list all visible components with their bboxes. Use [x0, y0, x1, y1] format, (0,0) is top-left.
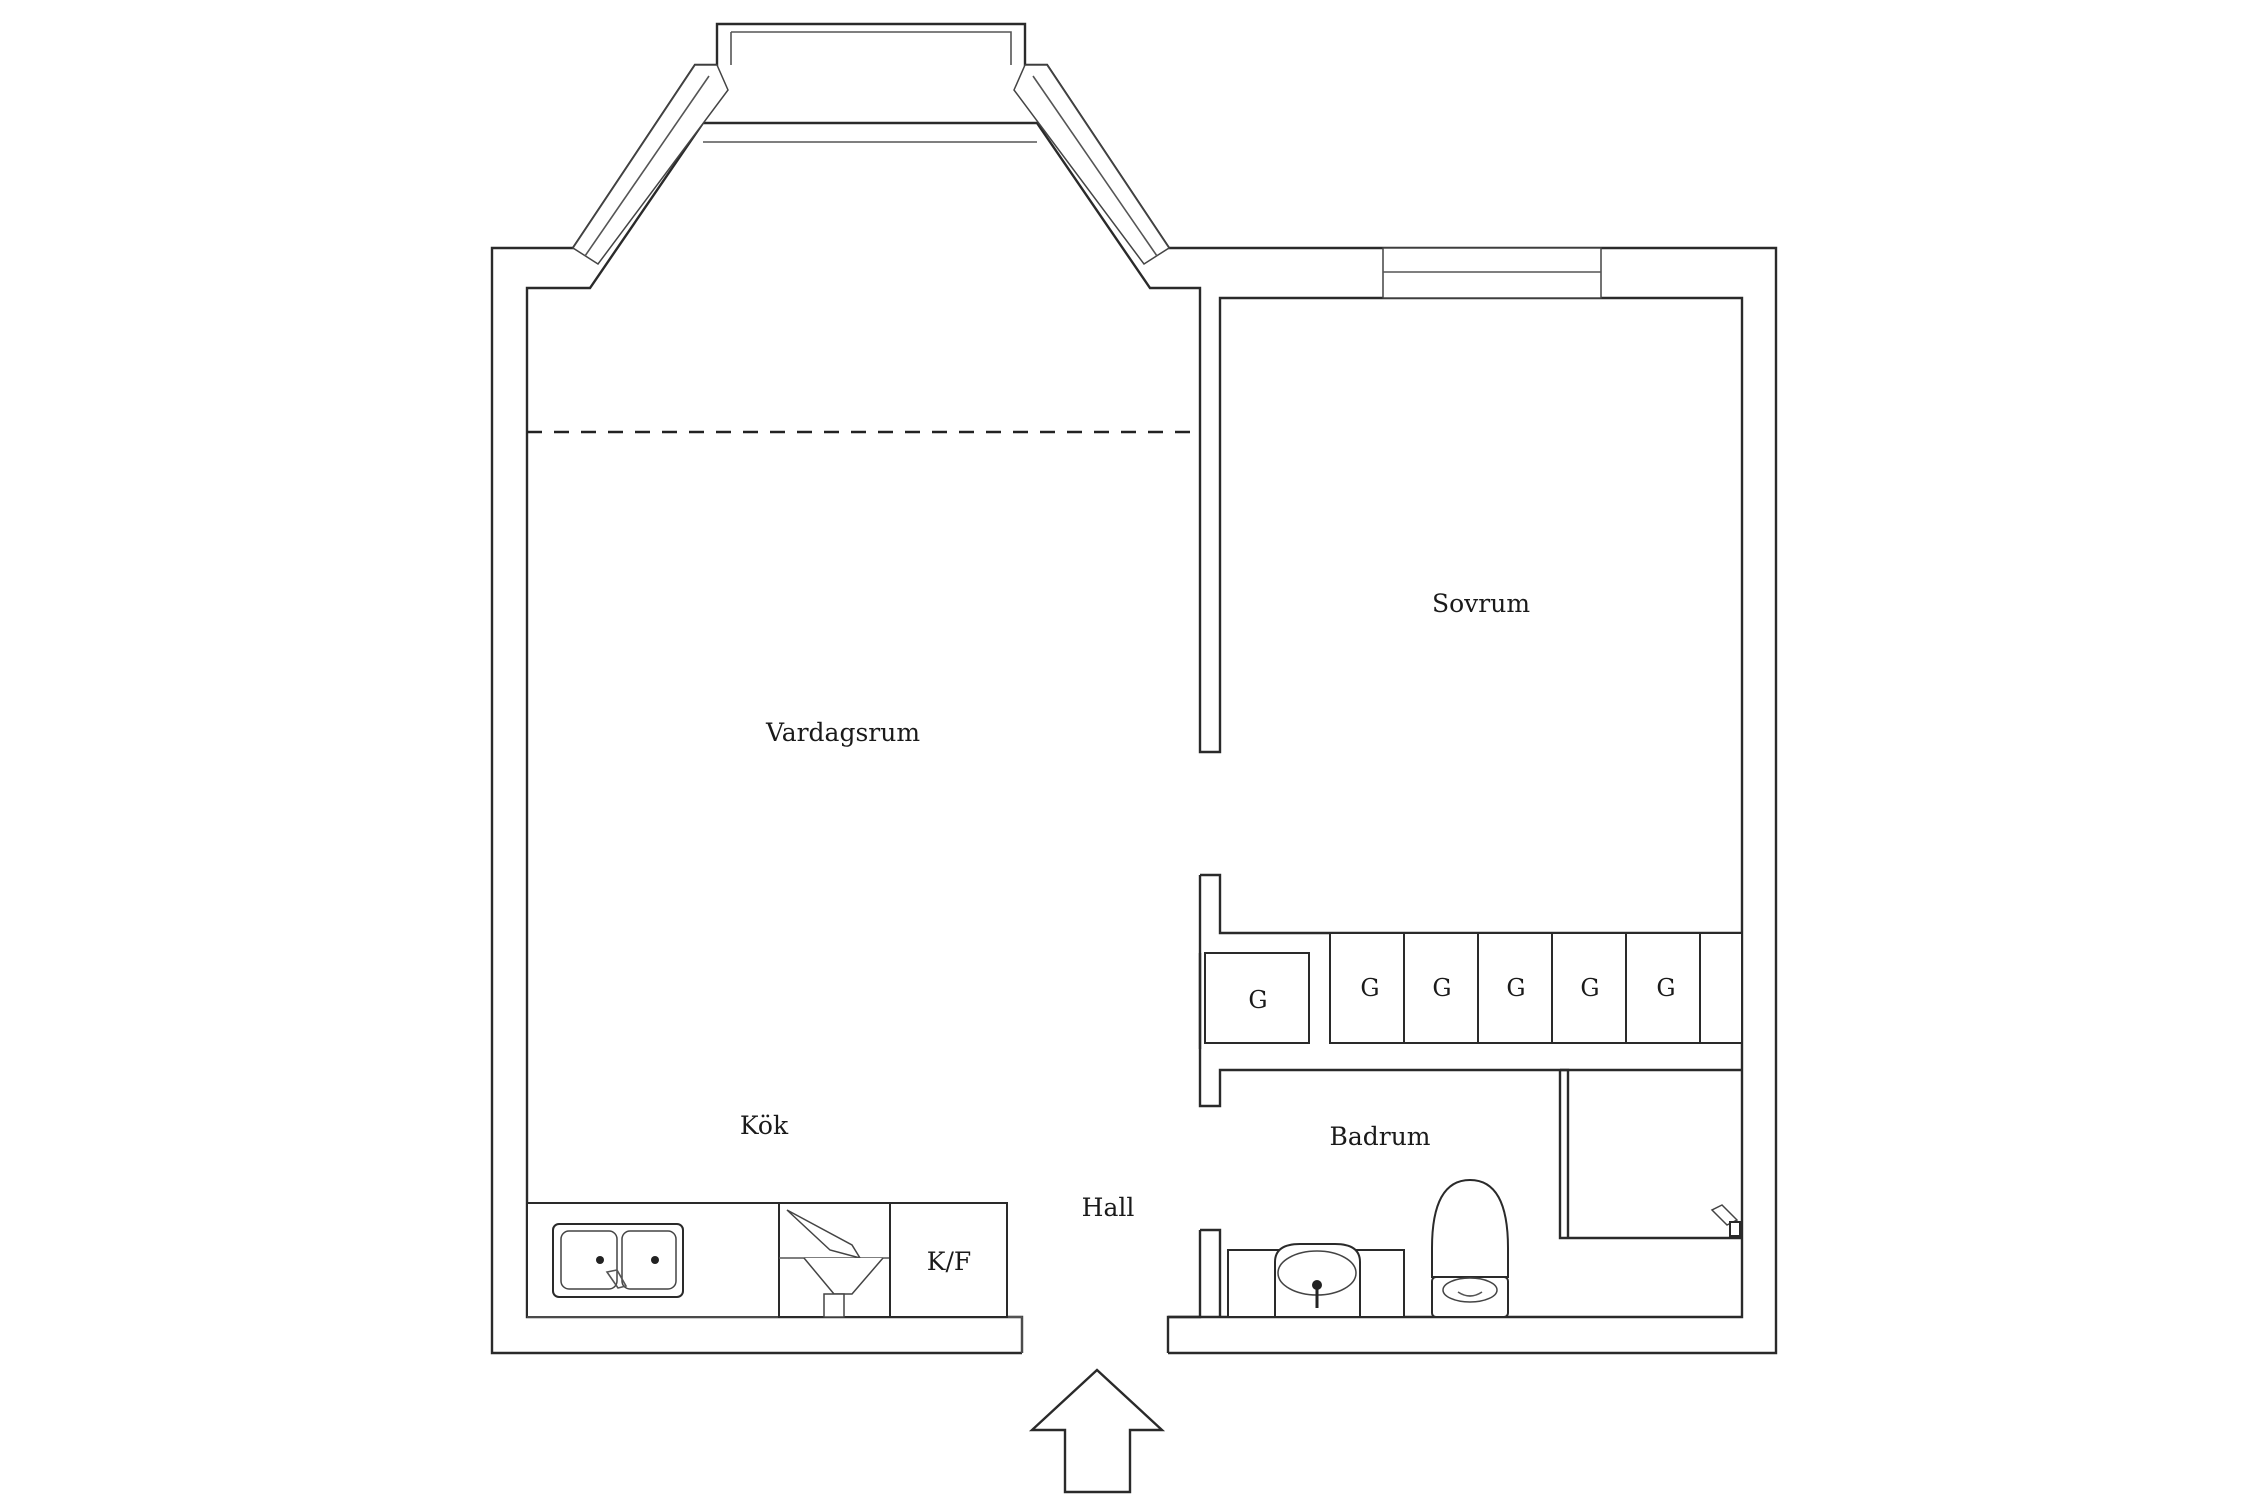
wardrobe-6 [1625, 932, 1701, 1044]
wardrobes [1204, 932, 1743, 1044]
wardrobe-label: G [1248, 986, 1267, 1014]
toilet [1431, 1178, 1509, 1318]
wardrobe-label: G [1360, 974, 1379, 1002]
washbasin [1227, 1243, 1405, 1318]
room-label-badrum: Badrum [1329, 1122, 1430, 1151]
wardrobe-label: G [1580, 974, 1599, 1002]
wardrobe-4 [1477, 932, 1553, 1044]
bay-window [571, 31, 1171, 266]
wardrobe-label: G [1506, 974, 1525, 1002]
bedroom-window [1382, 247, 1602, 299]
wardrobe-label: G [1656, 974, 1675, 1002]
room-label-hall: Hall [1082, 1193, 1135, 1222]
wardrobe-3 [1403, 932, 1479, 1044]
wardrobe-label: G [1432, 974, 1451, 1002]
fridge-freezer-label: K/F [927, 1247, 971, 1276]
shower [1710, 1204, 1741, 1237]
room-label-kok: Kök [740, 1111, 789, 1140]
stove [778, 1202, 891, 1318]
wardrobe-1 [1204, 952, 1310, 1044]
outer-walls [490, 22, 1778, 1355]
entrance-arrow-icon [1028, 1368, 1166, 1494]
room-label-sovrum: Sovrum [1432, 589, 1530, 618]
fridge-freezer [889, 1202, 1008, 1318]
wardrobe-2 [1329, 932, 1405, 1044]
kitchen-sink [552, 1223, 684, 1298]
room-label-vardagsrum: Vardagsrum [765, 718, 920, 747]
wardrobe-7 [1699, 932, 1743, 1044]
